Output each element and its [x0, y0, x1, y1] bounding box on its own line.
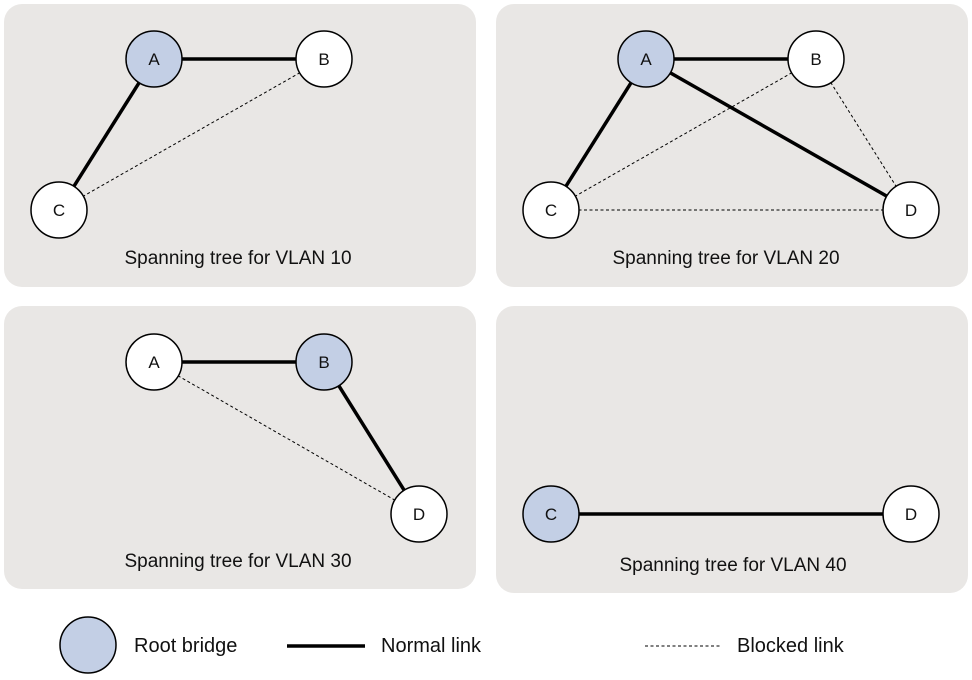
link-normal-A-C-panel-1	[57, 58, 156, 211]
switch-label: B	[318, 50, 329, 69]
switch-circle	[882, 485, 940, 543]
switch-circle	[390, 485, 448, 543]
switch-label: A	[148, 50, 160, 69]
caption-vlan-10: Spanning tree for VLAN 10	[124, 248, 351, 269]
switch-circle	[882, 181, 940, 239]
switch-label: D	[413, 505, 425, 524]
panel-vlan-20	[496, 4, 968, 287]
switch-label: C	[545, 505, 557, 524]
switch-node-D-panel-4: D	[882, 485, 940, 543]
switch-node-A-panel-3: A	[125, 333, 183, 391]
switch-label: A	[148, 353, 160, 372]
legend-root-bridge-swatch	[59, 616, 117, 674]
switch-circle	[30, 181, 88, 239]
switch-node-C-panel-1: C	[30, 181, 88, 239]
switch-node-D-panel-3: D	[390, 485, 448, 543]
link-blocked-B-C-panel-2	[550, 58, 817, 211]
switch-label: C	[53, 201, 65, 220]
switch-label: D	[905, 201, 917, 220]
nodes-layer: A B C A B C D A B D C D	[30, 30, 940, 543]
legend-root-bridge-label: Root bridge	[134, 635, 237, 657]
switch-label: D	[905, 505, 917, 524]
panel-vlan-40	[496, 306, 968, 593]
link-normal-A-C-panel-2	[549, 58, 648, 211]
legend-blocked-link-label: Blocked link	[737, 635, 845, 657]
switch-label: B	[810, 50, 821, 69]
switch-node-B-panel-3: B	[295, 333, 353, 391]
switch-label: A	[640, 50, 652, 69]
switch-node-A-panel-1: A	[125, 30, 183, 88]
link-blocked-A-D-panel-3	[153, 361, 420, 515]
switch-node-C-panel-4: C	[522, 485, 580, 543]
switch-label: C	[545, 201, 557, 220]
switch-circle	[125, 333, 183, 391]
switch-circle	[295, 30, 353, 88]
caption-vlan-30: Spanning tree for VLAN 30	[124, 551, 351, 572]
panel-vlan-10	[4, 4, 476, 287]
switch-label: B	[318, 353, 329, 372]
switch-node-B-panel-2: B	[787, 30, 845, 88]
root-bridge-circle	[617, 30, 675, 88]
root-bridge-circle	[125, 30, 183, 88]
root-bridge-circle	[522, 485, 580, 543]
panel-vlan-30	[4, 306, 476, 589]
caption-vlan-40: Spanning tree for VLAN 40	[619, 555, 846, 576]
switch-circle	[787, 30, 845, 88]
switch-node-B-panel-1: B	[295, 30, 353, 88]
caption-vlan-20: Spanning tree for VLAN 20	[612, 248, 839, 269]
legend: Root bridge Normal link Blocked link	[59, 616, 845, 674]
links-layer	[57, 57, 912, 516]
switch-node-D-panel-2: D	[882, 181, 940, 239]
legend-normal-link-label: Normal link	[381, 635, 482, 657]
root-bridge-circle	[295, 333, 353, 391]
switch-node-A-panel-2: A	[617, 30, 675, 88]
link-blocked-B-C-panel-1	[58, 58, 325, 211]
link-normal-B-D-panel-3	[322, 361, 421, 515]
switch-node-C-panel-2: C	[522, 181, 580, 239]
switch-circle	[522, 181, 580, 239]
link-normal-A-D-panel-2	[645, 57, 912, 212]
link-blocked-B-D-panel-2	[815, 58, 912, 211]
